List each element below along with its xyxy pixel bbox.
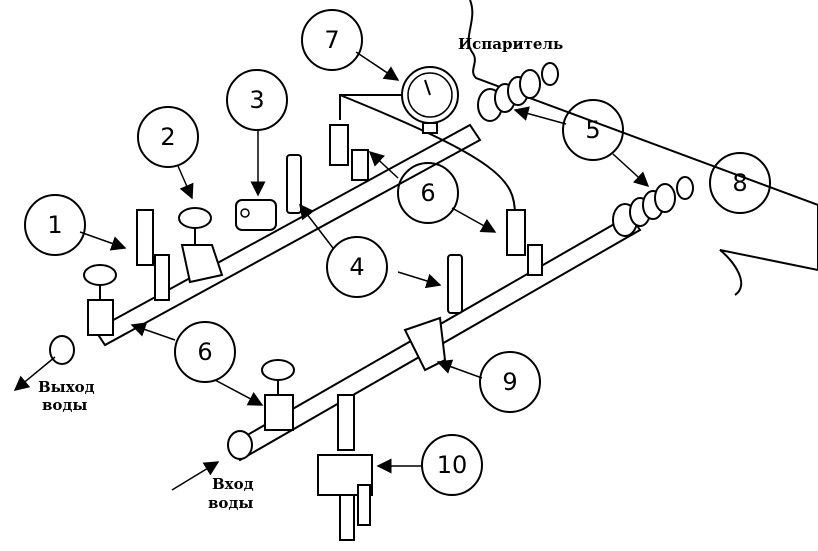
evaporator-body (467, 0, 818, 296)
callout-10: 10 (421, 434, 483, 496)
callout-9: 9 (479, 351, 541, 413)
valve-left-outlet (136, 209, 170, 301)
svg-text:9: 9 (502, 368, 517, 396)
callout-6-right: 6 (397, 162, 459, 224)
handwheel-outlet (83, 264, 117, 336)
valve-upper (329, 124, 369, 181)
label-evaporator: Испаритель (458, 35, 563, 53)
svg-text:6: 6 (420, 179, 435, 207)
pressure-gauge (401, 66, 459, 134)
drain-valve-assembly (317, 394, 373, 541)
svg-text:6: 6 (197, 338, 212, 366)
pipe-end-outlet (49, 335, 75, 365)
callout-5: 5 (562, 99, 624, 161)
pipe-end-inlet (227, 430, 253, 460)
flow-switch (235, 199, 277, 231)
label-water-in-1: Вход (212, 475, 254, 493)
svg-text:5: 5 (585, 116, 600, 144)
callout-2: 2 (137, 106, 199, 168)
callout-3: 3 (226, 69, 288, 131)
svg-text:8: 8 (732, 169, 747, 197)
handwheel-inlet (261, 359, 295, 431)
svg-text:7: 7 (324, 26, 339, 54)
thermometer-upper (286, 154, 302, 214)
svg-text:4: 4 (349, 253, 364, 281)
svg-text:2: 2 (160, 123, 175, 151)
leader-arrows (13, 51, 650, 491)
svg-text:3: 3 (249, 86, 264, 114)
label-water-in-2: воды (208, 494, 253, 512)
label-water-out-1: Выход (38, 378, 95, 396)
svg-text:1: 1 (47, 211, 62, 239)
handwheel-2 (178, 207, 224, 284)
bellows-upper (477, 62, 559, 122)
callout-7: 7 (301, 9, 363, 71)
gauge-line (339, 94, 516, 216)
callout-4: 4 (326, 236, 388, 298)
callout-1: 1 (24, 194, 86, 256)
valve-middle (506, 209, 543, 276)
upper-pipe (93, 123, 482, 347)
thermometer-lower (447, 254, 463, 314)
callout-8: 8 (709, 152, 771, 214)
bellows-lower (612, 176, 694, 237)
label-water-out-2: воды (42, 396, 87, 414)
svg-text:10: 10 (437, 451, 468, 479)
callout-6-left: 6 (174, 321, 236, 383)
